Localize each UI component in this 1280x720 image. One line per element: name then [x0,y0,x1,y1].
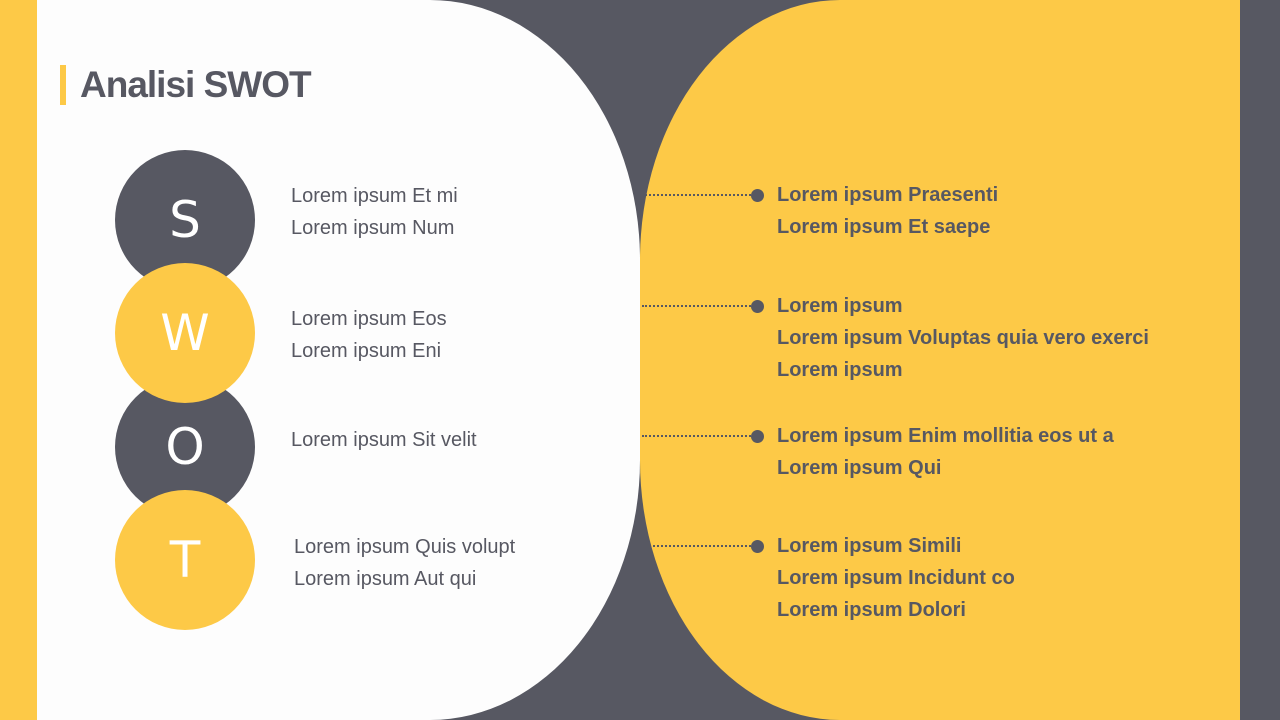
dotted-connector [642,435,754,437]
letter-s: S [169,191,201,249]
text-line: Lorem ipsum Incidunt co [777,567,1015,589]
letter-o: O [165,418,205,476]
text-line: Lorem ipsum Simili [777,535,962,557]
text-line: Lorem ipsum Sit velit [291,429,477,451]
text-line: Lorem ipsum Enim mollitia eos ut a [777,425,1114,447]
bullet-dot-icon [751,300,764,313]
detail-text: Lorem ipsum Praesenti Lorem ipsum Et sae… [777,179,998,243]
text-line: Lorem ipsum [777,295,903,317]
text-line: Lorem ipsum [777,359,903,381]
swot-circle-t: T [115,490,255,630]
text-line: Lorem ipsum Quis volupt [294,536,516,558]
detail-text: Lorem ipsum Simili Lorem ipsum Incidunt … [777,530,1015,626]
swot-circle-w: W [115,263,255,403]
dotted-connector [642,545,754,547]
letter-t: T [169,531,201,589]
letter-w: W [160,304,210,362]
yellow-panel [640,0,1240,720]
opportunities-text: Lorem ipsum Sit velit [291,424,477,456]
text-line: Lorem ipsum Aut qui [294,568,477,590]
dotted-connector [642,305,754,307]
text-line: Lorem ipsum Eos [291,308,447,330]
text-line: Lorem ipsum Qui [777,457,942,479]
text-line: Lorem ipsum Et saepe [777,216,991,238]
text-line: Lorem ipsum Eni [291,340,442,362]
bullet-dot-icon [751,540,764,553]
threats-text: Lorem ipsum Quis volupt Lorem ipsum Aut … [294,531,515,595]
detail-text: Lorem ipsum Lorem ipsum Voluptas quia ve… [777,290,1149,386]
text-line: Lorem ipsum Num [291,217,455,239]
weaknesses-text: Lorem ipsum Eos Lorem ipsum Eni [291,303,447,367]
text-line: Lorem ipsum Praesenti [777,184,999,206]
text-line: Lorem ipsum Dolori [777,599,966,621]
title-accent-bar [60,65,66,105]
text-line: Lorem ipsum Et mi [291,185,458,207]
dotted-connector [642,194,754,196]
bullet-dot-icon [751,430,764,443]
strengths-text: Lorem ipsum Et mi Lorem ipsum Num [291,180,458,244]
detail-text: Lorem ipsum Enim mollitia eos ut a Lorem… [777,420,1114,484]
left-accent-strip [0,0,37,720]
bullet-dot-icon [751,189,764,202]
page-title: Analisi SWOT [80,64,312,105]
text-line: Lorem ipsum Voluptas quia vero exerci [777,327,1149,349]
